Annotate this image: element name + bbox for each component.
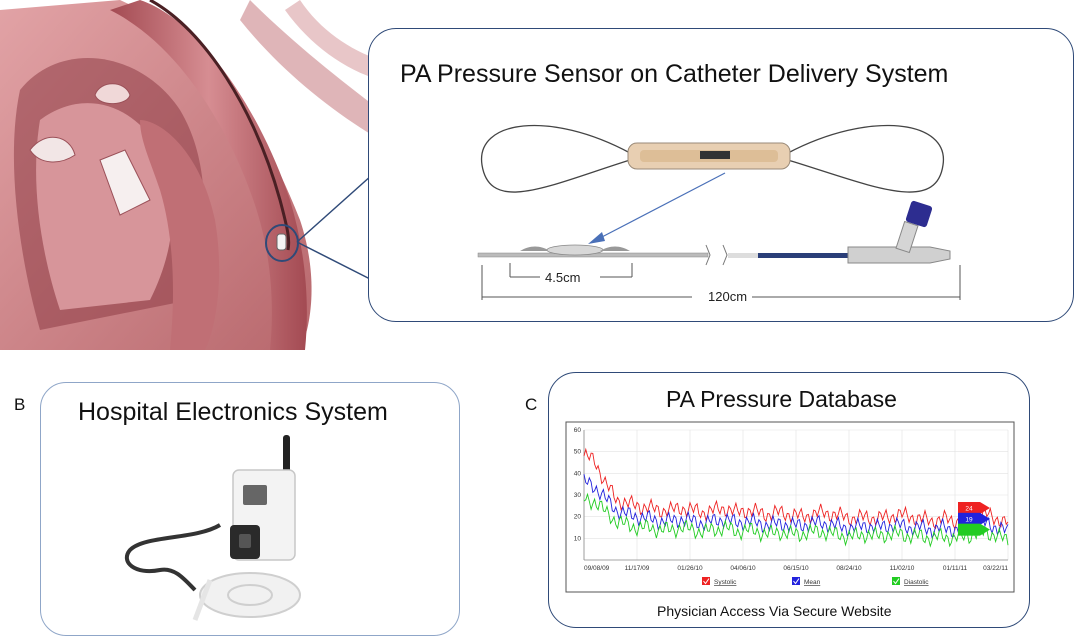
end-value-label-systolic: 24 (965, 506, 973, 513)
y-tick-label: 60 (574, 427, 582, 434)
end-badge-mean (958, 512, 980, 525)
x-tick-label: 11/17/09 (625, 565, 650, 572)
callout-pointer (296, 174, 373, 281)
legend-check-icon (893, 578, 900, 585)
catheter-hub (847, 246, 951, 264)
series-line-systolic (583, 447, 1009, 531)
series-line-diastolic (583, 492, 1009, 548)
legend-label-systolic: Systolic (714, 579, 737, 586)
x-tick-label: 01/11/11 (943, 565, 968, 572)
right-wire-loop (787, 124, 944, 193)
x-tick-label: 11/02/10 (890, 565, 915, 572)
y-tick-label: 40 (574, 470, 582, 477)
legend-label-diastolic: Diastolic (904, 579, 929, 586)
x-tick-label: 04/06/10 (730, 565, 756, 572)
x-tick-label: 08/24/10 (836, 565, 862, 572)
legend-label-mean: Mean (804, 579, 821, 586)
heart-illustration (0, 0, 380, 350)
y-tick-label: 20 (574, 514, 582, 521)
panel-c-letter: C (525, 395, 538, 414)
series-line-mean (583, 474, 1009, 539)
x-tick-label: 09/08/09 (584, 565, 610, 572)
y-tick-label: 30 (574, 492, 582, 499)
hospital-electronics-title: Hospital Electronics System (78, 398, 388, 426)
database-caption: Physician Access Via Secure Website (657, 603, 892, 619)
sensor-callout-title: PA Pressure Sensor on Catheter Delivery … (400, 60, 949, 88)
x-tick-label: 01/26/10 (677, 565, 703, 572)
end-badge-pointer-mean (980, 512, 990, 525)
database-title: PA Pressure Database (666, 386, 897, 412)
y-tick-label: 10 (574, 535, 582, 542)
legend-swatch-mean (792, 577, 800, 585)
y-tick-label: 50 (574, 449, 582, 456)
x-tick-label: 06/15/10 (783, 565, 809, 572)
end-badge-pointer-diastolic (980, 523, 990, 536)
electronics-device-illustration (124, 435, 301, 621)
sensor-length-label: 4.5cm (545, 270, 581, 285)
x-tick-label: 03/22/11 (983, 565, 1008, 572)
legend-check-icon (703, 578, 710, 585)
left-wire-loop (481, 124, 631, 193)
end-badge-pointer-systolic (980, 502, 990, 514)
end-value-label-mean: 19 (965, 516, 973, 523)
pa-pressure-chart: 10 20 30 40 50 60 09/08/09 11/17/09 01/26/10 04/0… (565, 421, 1015, 593)
end-badge-systolic (958, 502, 980, 514)
reader-wand (199, 572, 301, 618)
hub-cap (905, 200, 933, 228)
chart-frame (565, 421, 1015, 593)
legend-swatch-diastolic (892, 577, 900, 585)
catheter-diagram (477, 124, 961, 300)
legend-swatch-systolic (702, 577, 710, 585)
panel-b-letter: B (14, 395, 26, 414)
catheter-length-label: 120cm (708, 289, 748, 304)
end-badge-diastolic (958, 523, 980, 536)
legend-check-icon (793, 578, 800, 585)
